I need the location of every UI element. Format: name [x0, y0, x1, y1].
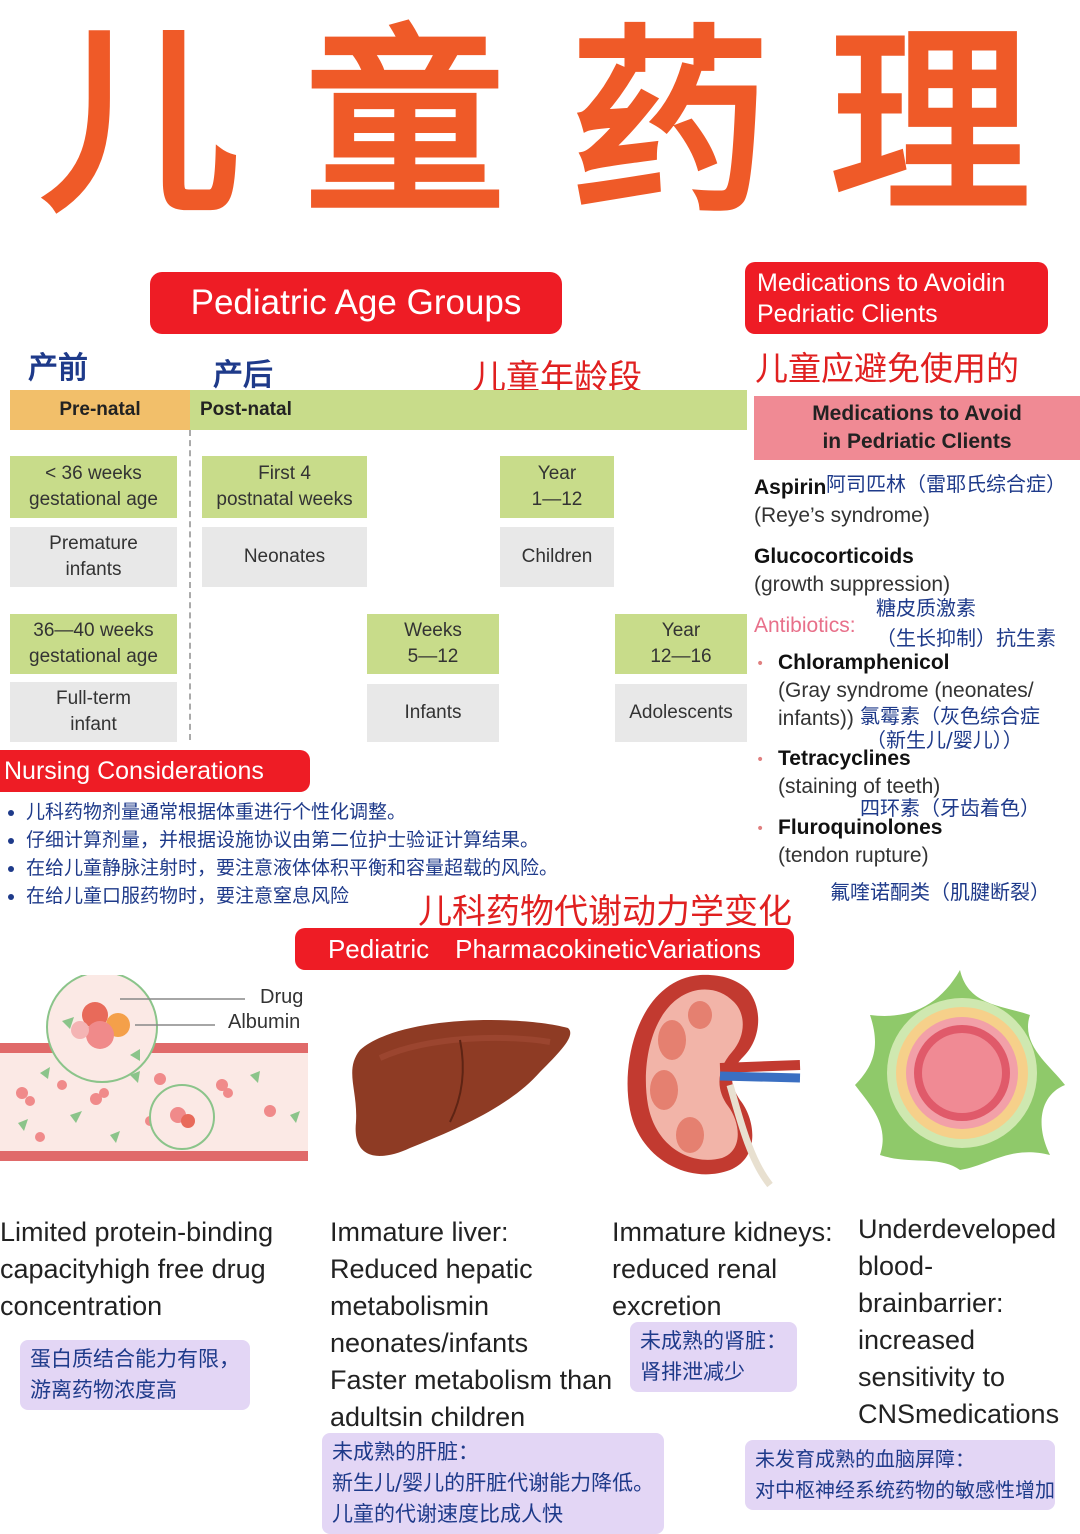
kidney-illustration: [627, 974, 801, 1188]
antibiotics-label: Antibiotics:: [754, 614, 856, 637]
medications-title: Medications to Avoidin Pedriatic Clients: [745, 262, 1048, 334]
cell-first-4-weeks: First 4 postnatal weeks: [202, 456, 367, 518]
tetracyclines-cn: 四环素（牙齿着色）: [860, 796, 1040, 820]
brain-barrier-text: Underdeveloped blood- brainbarrier: incr…: [858, 1214, 1060, 1429]
liver-text: Immature liver: Reduced hepatic metaboli…: [330, 1217, 613, 1432]
postnatal-cn-label: 产后: [213, 358, 273, 393]
cell-children: Children: [500, 527, 614, 587]
bullet-dot: •: [756, 821, 765, 837]
title-char-4: 理: [830, 8, 1031, 241]
nursing-title: Nursing Considerations: [0, 750, 310, 792]
nursing-list: 儿科药物剂量通常根据体重进行个性化调整。 仔细计算剂量，并根据设施协议由第二位护…: [0, 798, 766, 910]
nursing-item: 在给儿童口服药物时，要注意窒息风险: [26, 882, 766, 910]
aspirin-name: Aspirin: [754, 476, 827, 499]
chloramphenicol-cn-2: （新生儿/婴儿））: [866, 728, 1023, 752]
cell-adolescents: Adolescents: [615, 684, 747, 742]
fluoroquinolones-name: Fluroquinolones: [778, 816, 943, 839]
cell-infants: Infants: [367, 684, 499, 742]
liver-cn-note: 未成熟的肝脏： 新生儿/婴儿的肝脏代谢能力降低。 儿童的代谢速度比成人快: [322, 1433, 665, 1534]
cell-under-36-weeks: < 36 weeks gestational age: [10, 456, 177, 518]
liver-illustration: [352, 1020, 571, 1156]
chloramphenicol-name: Chloramphenicol: [778, 651, 950, 674]
kidney-text: Immature kidneys: reduced renal excretio…: [612, 1217, 833, 1321]
protein-binding-text: Limited protein-binding capacityhigh fre…: [0, 1217, 274, 1321]
bullet-dot: •: [756, 656, 765, 672]
kidney-cn-note: 未成熟的肾脏： 肾排泄减少: [630, 1322, 797, 1392]
cell-full-term-infant: Full-term infant: [10, 682, 177, 742]
nursing-item: 仔细计算剂量，并根据设施协议由第二位护士验证计算结果。: [26, 826, 766, 854]
cell-premature-infants: Premature infants: [10, 527, 177, 587]
tetracyclines-name: Tetracyclines: [778, 747, 911, 770]
glucocorticoids-cn: 糖皮质激素: [876, 596, 976, 620]
glucocorticoids-name: Glucocorticoids: [754, 545, 914, 568]
aspirin-note: (Reye’s syndrome): [754, 504, 930, 527]
cell-year-12-16: Year 12—16: [615, 614, 747, 674]
title-char-3: 药: [570, 8, 771, 241]
tetracyclines-note: (staining of teeth): [778, 775, 941, 798]
divider-line: [189, 430, 191, 740]
nursing-item: 儿科药物剂量通常根据体重进行个性化调整。: [26, 798, 766, 826]
postnatal-header: Post-natal: [190, 390, 747, 430]
pk-title: Pediatric PharmacokineticVariations: [295, 928, 794, 970]
aspirin-cn: 阿司匹林（雷耶氏综合症）: [826, 472, 1066, 496]
cell-year-1-12: Year 1—12: [500, 456, 614, 518]
chloramphenicol-cn-1: 氯霉素（灰色综合症: [860, 704, 1040, 728]
bullet-dot: •: [756, 752, 765, 768]
title-char-2: 童: [305, 8, 506, 241]
albumin-label: Albumin: [228, 1011, 301, 1033]
medications-cn-title: 儿童应避免使用的: [755, 349, 1019, 388]
blood-vessel-illustration: [0, 975, 308, 1161]
prenatal-header: Pre-natal: [10, 390, 190, 430]
protein-binding-cn-note: 蛋白质结合能力有限， 游离药物浓度高: [20, 1340, 250, 1410]
antibiotics-cn: （生长抑制）抗生素: [876, 626, 1056, 650]
cell-neonates: Neonates: [202, 527, 367, 587]
fluoroquinolones-note: (tendon rupture): [778, 844, 929, 867]
age-groups-title: Pediatric Age Groups: [150, 272, 562, 334]
prenatal-cn-label: 产前: [28, 351, 88, 386]
chloramphenicol-note: (Gray syndrome (neonates/ infants)): [778, 679, 1034, 730]
glucocorticoids-note: (growth suppression): [754, 573, 951, 596]
pk-cn-title: 儿科药物代谢动力学变化: [418, 892, 792, 932]
brain-barrier-cn-note: 未发育成熟的血脑屏障： 对中枢神经系统药物的敏感性增加: [745, 1440, 1055, 1510]
fluoroquinolones-cn: 氟喹诺酮类（肌腱断裂）: [830, 880, 1050, 904]
blood-brain-barrier-illustration: [855, 970, 1065, 1170]
cell-weeks-5-12: Weeks 5—12: [367, 614, 499, 674]
cell-36-40-weeks: 36—40 weeks gestational age: [10, 614, 177, 674]
medications-header: Medications to Avoid in Pedriatic Client…: [754, 396, 1080, 460]
title-char-1: 儿: [40, 8, 241, 241]
drug-label: Drug: [260, 986, 304, 1008]
nursing-item: 在给儿童静脉注射时，要注意液体体积平衡和容量超载的风险。: [26, 854, 766, 882]
